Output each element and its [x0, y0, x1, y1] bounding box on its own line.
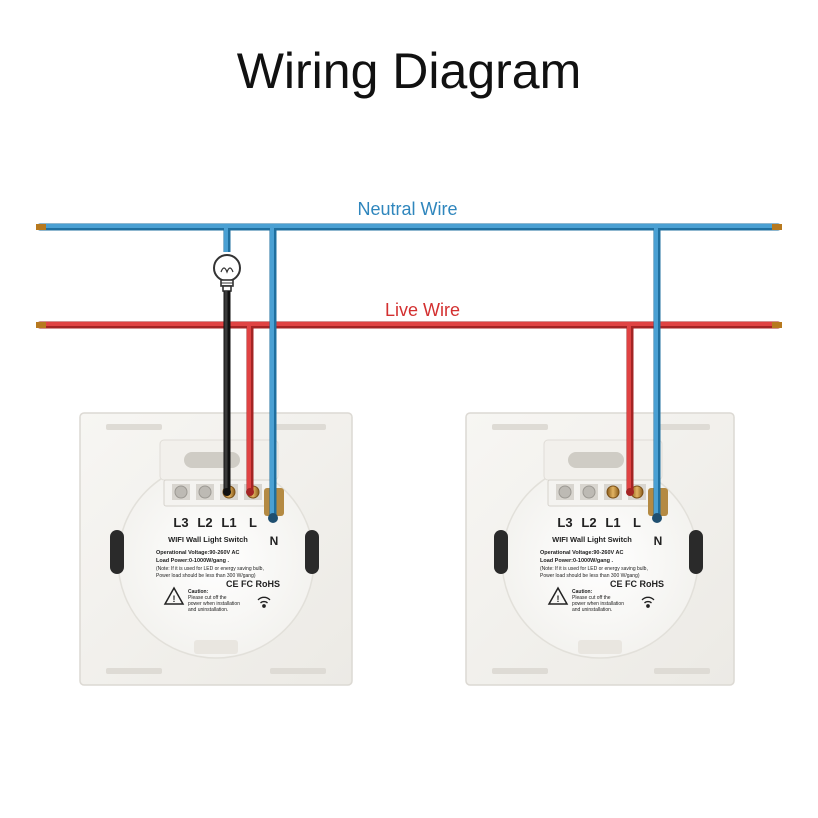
switch-1-spec-voltage: Operational Voltage:90-260V AC — [156, 550, 239, 556]
switch-1-caution-1: Please cut off the — [188, 595, 227, 601]
svg-text:!: ! — [173, 594, 176, 604]
switch-2-wifi-icon — [641, 596, 655, 608]
switch-2: L3 L2 L1 L N WIFI Wall Light Switch Oper… — [465, 412, 735, 686]
diagram-title: Wiring Diagram — [236, 43, 582, 99]
lamp-neutral-wire — [223, 228, 231, 252]
switch-1-caution-2: power when installation — [188, 601, 240, 607]
switch-1-live-drop — [246, 326, 254, 496]
switch-1-load-wire — [223, 291, 231, 496]
switch-1-terminal-l1: L1 — [221, 515, 236, 530]
switch-1-warning-icon: ! — [163, 586, 185, 605]
switch-1-terminal-l: L — [249, 515, 257, 530]
switch-2-note-1: (Note: If it is used for LED or energy s… — [540, 566, 648, 572]
switch-1: L3 L2 L1 L N WIFI Wall Light Switch Oper… — [79, 412, 353, 686]
neutral-wire-label: Neutral Wire — [357, 199, 458, 219]
switch-2-spec-voltage: Operational Voltage:90-260V AC — [540, 550, 623, 556]
switch-1-note-2: Power load should be less than 300 W/gan… — [156, 573, 256, 579]
switch-1-spec-load: Load Power:0-1000W/gang . — [156, 558, 230, 564]
switch-2-terminal-n: N — [654, 534, 663, 548]
switch-2-note-2: Power load should be less than 300 W/gan… — [540, 573, 640, 579]
switch-2-terminal-l3: L3 — [557, 515, 572, 530]
switch-1-product-name: WIFI Wall Light Switch — [168, 535, 248, 544]
switch-2-live-drop — [626, 326, 634, 496]
live-wire-label: Live Wire — [384, 300, 460, 320]
switch-1-wifi-icon — [257, 596, 271, 608]
switch-1-terminal-l2: L2 — [197, 515, 212, 530]
switch-2-terminal-l: L — [633, 515, 641, 530]
switch-1-neutral-drop — [268, 228, 278, 523]
switch-1-caution-3: and uninstallation. — [188, 607, 228, 613]
switch-2-certifications: CE FC RoHS — [610, 579, 664, 589]
live-bus-wire — [36, 321, 782, 329]
svg-text:!: ! — [557, 594, 560, 604]
switch-1-terminal-l3: L3 — [173, 515, 188, 530]
switch-2-neutral-drop — [652, 228, 662, 523]
switch-2-caution-1: Please cut off the — [572, 595, 611, 601]
switch-2-terminal-l2: L2 — [581, 515, 596, 530]
light-bulb-icon — [213, 254, 241, 292]
switch-2-caution-title: Caution: — [572, 589, 593, 595]
switch-1-certifications: CE FC RoHS — [226, 579, 280, 589]
switch-2-product-name: WIFI Wall Light Switch — [552, 535, 632, 544]
switch-2-spec-load: Load Power:0-1000W/gang . — [540, 558, 614, 564]
switch-2-terminal-l1: L1 — [605, 515, 620, 530]
switch-1-caution-title: Caution: — [188, 589, 209, 595]
switch-2-warning-icon: ! — [547, 586, 569, 605]
switch-1-terminal-n: N — [270, 534, 279, 548]
neutral-bus-wire — [36, 223, 782, 231]
switch-1-note-1: (Note: If it is used for LED or energy s… — [156, 566, 264, 572]
switch-2-caution-3: and uninstallation. — [572, 607, 612, 613]
switch-2-caution-2: power when installation — [572, 601, 624, 607]
